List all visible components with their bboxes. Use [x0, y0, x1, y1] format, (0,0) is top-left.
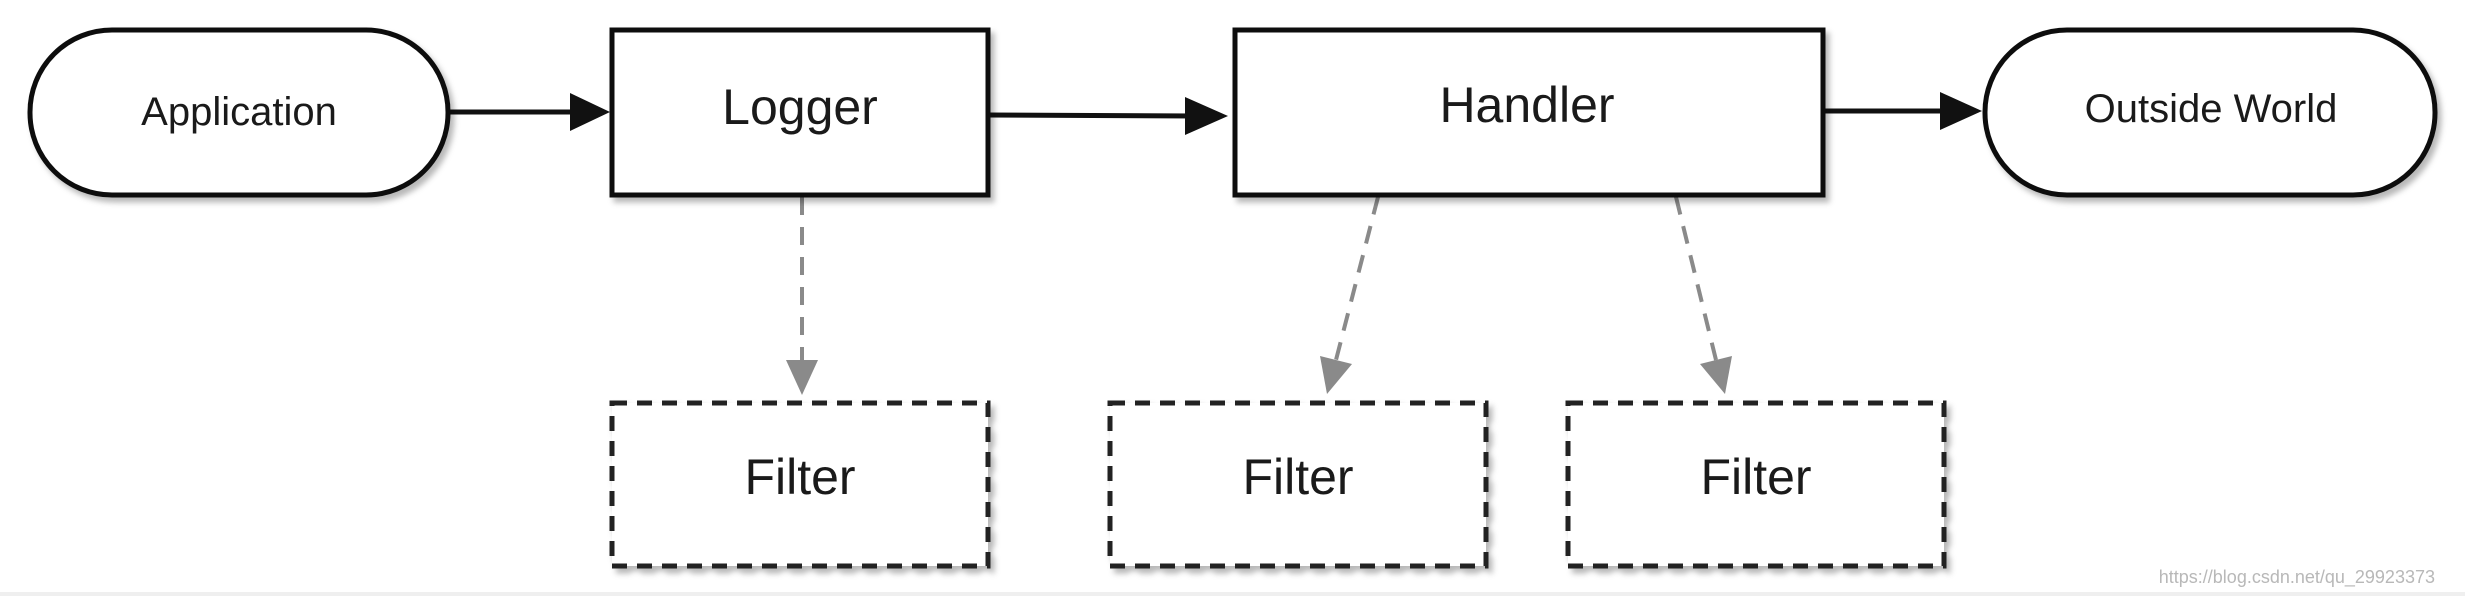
arrow-logger-to-handler [987, 112, 1196, 119]
node-logger: Logger [609, 27, 991, 198]
flow-arrows [448, 92, 1982, 135]
node-handler-filter-1: Filter [1107, 400, 1489, 569]
bottom-band [0, 592, 2465, 596]
node-outside-world-label: Outside World [2085, 87, 2338, 131]
filter-arrows [786, 196, 1732, 395]
arrow-head-handler-filter-2 [1700, 356, 1732, 394]
arrow-head-outside-world [1940, 92, 1982, 130]
node-handler-label: Handler [1439, 77, 1614, 133]
node-handler-filter-1-label: Filter [1242, 449, 1353, 505]
watermark-text: https://blog.csdn.net/qu_29923373 [2158, 567, 2435, 587]
node-logger-label: Logger [722, 79, 878, 135]
arrow-head-logger-filter [786, 360, 818, 395]
arrow-head-handler-filter-1 [1320, 356, 1352, 394]
node-handler: Handler [1232, 27, 1826, 198]
arrow-head-handler [1185, 97, 1228, 135]
arrow-handler-to-filter-2 [1674, 196, 1718, 361]
node-logger-filter-label: Filter [744, 449, 855, 505]
node-application: Application [27, 27, 451, 198]
arrow-handler-to-filter-1 [1334, 196, 1380, 361]
node-application-label: Application [141, 90, 337, 134]
node-handler-filter-2: Filter [1565, 400, 1947, 569]
arrow-head-logger [570, 93, 610, 131]
node-outside-world: Outside World [1982, 27, 2438, 198]
node-handler-filter-2-label: Filter [1700, 449, 1811, 505]
node-logger-filter: Filter [609, 400, 991, 569]
